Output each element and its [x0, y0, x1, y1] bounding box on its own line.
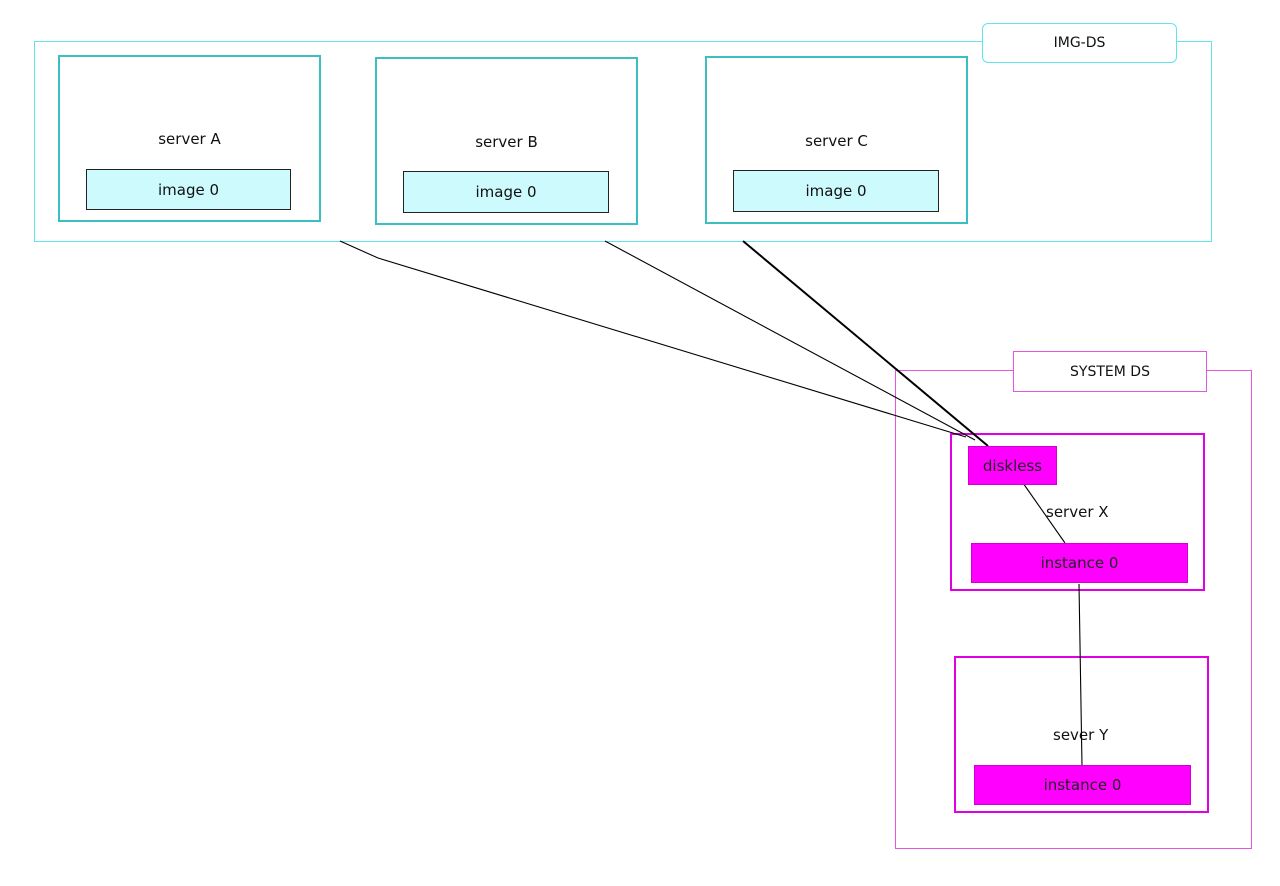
server-c-image-label: image 0 [805, 182, 867, 200]
server-c-box: server C image 0 [705, 56, 968, 224]
server-c-label: server C [805, 132, 868, 150]
server-x-label: server X [1046, 503, 1109, 521]
server-y-instance-label: instance 0 [1043, 776, 1122, 794]
server-b-label: server B [475, 133, 538, 151]
server-b-box: server B image 0 [375, 57, 638, 225]
server-b-image-label: image 0 [475, 183, 537, 201]
img-ds-title: IMG-DS [1053, 35, 1106, 51]
server-a-image-label: image 0 [157, 180, 220, 199]
diskless-box: diskless [968, 446, 1057, 485]
server-c-image: image 0 [733, 170, 939, 212]
server-y-instance: instance 0 [974, 765, 1191, 805]
server-x-instance-label: instance 0 [1040, 554, 1119, 572]
link-server-a-diskless [339, 240, 967, 438]
img-ds-title-tag: IMG-DS [982, 23, 1177, 63]
server-x-instance: instance 0 [971, 543, 1188, 583]
diskless-label: diskless [982, 456, 1043, 475]
server-y-label: sever Y [1053, 726, 1109, 744]
server-b-image: image 0 [403, 171, 609, 213]
server-a-label: server A [158, 130, 221, 148]
system-ds-title-tag: SYSTEM DS [1013, 351, 1207, 392]
server-a-image: image 0 [86, 169, 291, 210]
server-a-box: server A image 0 [58, 55, 321, 222]
system-ds-title: SYSTEM DS [1070, 363, 1150, 380]
